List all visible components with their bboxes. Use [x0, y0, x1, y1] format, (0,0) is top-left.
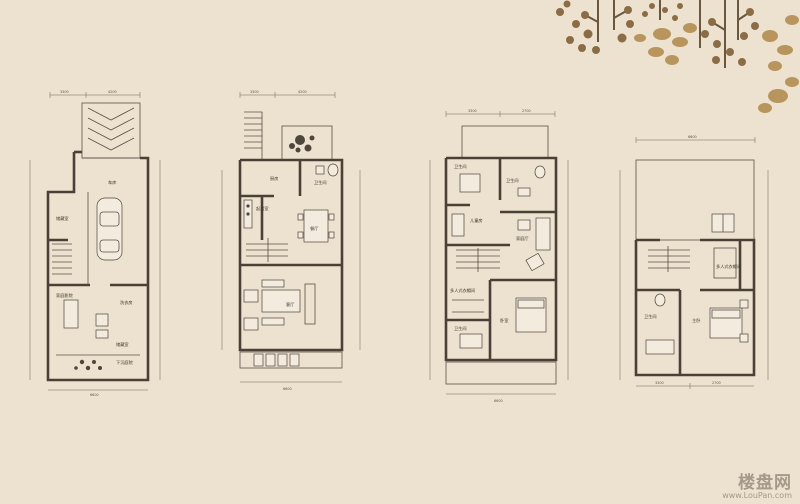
dim-top-2: 4200: [298, 90, 307, 94]
room-label-bathroom: 卫生间: [644, 313, 657, 320]
room-label-storage-2: 储藏室: [116, 341, 129, 348]
room-label-garage: 车库: [108, 179, 116, 186]
watermark: 楼盘网 www.LouPan.com: [722, 468, 792, 500]
dim-bottom-2: 2700: [712, 381, 721, 385]
dim-bottom: 6600: [494, 399, 503, 403]
dim-top-1: 3300: [60, 90, 69, 94]
room-label-bathroom: 卫生间: [314, 179, 327, 186]
room-label-family-hall: 家庭厅: [516, 235, 529, 242]
room-label-walk-in-closet: 多人式衣帽间: [450, 287, 475, 294]
dim-top-1: 3300: [250, 90, 259, 94]
room-label-walk-in-closet: 多人式衣帽间: [716, 263, 741, 270]
room-label-bath-1: 卫生间: [506, 177, 519, 184]
room-label-bath-2: 卫生间: [454, 163, 467, 170]
room-label-storage-1: 储藏室: [56, 215, 69, 222]
dim-bottom: 6600: [283, 387, 292, 391]
room-label-lounge: 起居室: [256, 205, 269, 212]
room-label-bedroom: 卧室: [500, 317, 508, 324]
tree-decoration: [556, 0, 799, 113]
floor-plan-1: 3300 4200 车库 储藏室 家庭影: [29, 90, 161, 397]
room-label-living: 客厅: [286, 301, 294, 308]
dim-bottom-1: 3300: [655, 381, 664, 385]
floor-plan-2: 3300 4200: [221, 90, 361, 391]
room-label-dining: 餐厅: [310, 225, 318, 232]
room-label-kitchen: 厨房: [270, 175, 278, 182]
room-label-sunken-courtyard: 下沉庭院: [116, 359, 134, 366]
room-label-kids-room: 儿童房: [470, 217, 483, 224]
dim-top-1: 3300: [468, 109, 477, 113]
dim-top: 6600: [688, 135, 697, 139]
room-label-laundry: 洗衣房: [120, 299, 133, 306]
watermark-url: www.LouPan.com: [722, 491, 792, 500]
room-label-home-theater: 家庭影院: [56, 292, 74, 299]
floor-plan-4: 6600 多人式衣帽间 卫生间 主卧 3300 2700: [619, 135, 769, 389]
dim-top-2: 4200: [108, 90, 117, 94]
room-label-master-bedroom: 主卧: [692, 317, 700, 324]
watermark-title: 楼盘网: [738, 473, 792, 493]
dim-top-2: 2700: [522, 109, 531, 113]
room-label-bath-3: 卫生间: [454, 325, 467, 332]
dim-bottom: 6600: [90, 393, 99, 397]
floor-plan-3: 3300 2700 卫生间: [429, 109, 569, 403]
